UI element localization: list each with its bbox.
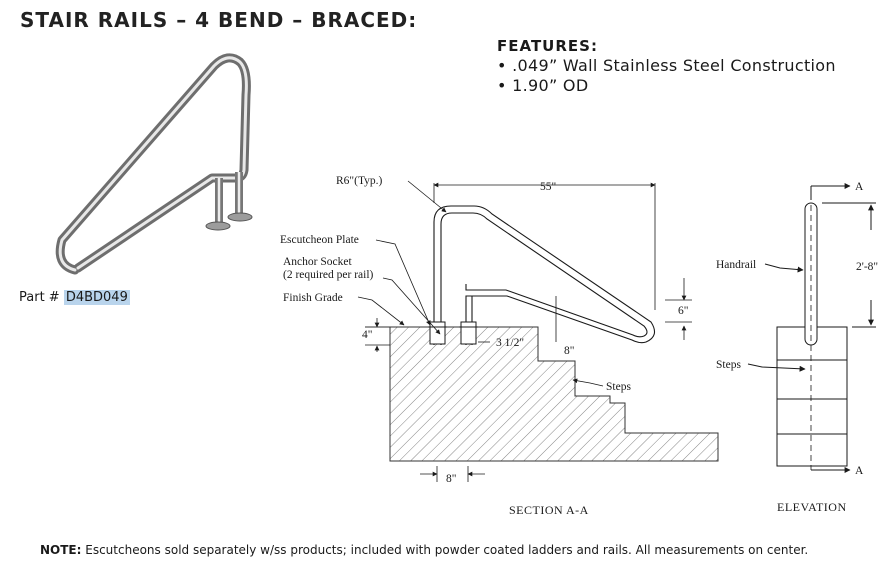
dimension-3-half: 3 1/2"	[496, 337, 524, 349]
stair-section	[365, 326, 719, 462]
feature-item: • .049” Wall Stainless Steel Constructio…	[497, 56, 836, 75]
finish-grade-label: Finish Grade	[283, 292, 343, 304]
dimension-width: 55"	[540, 181, 556, 193]
steps-elevation-label: Steps	[716, 359, 741, 371]
page-title: STAIR RAILS – 4 BEND – BRACED:	[20, 8, 418, 32]
elevation-view	[747, 183, 876, 473]
dimension-8-socket: 8"	[564, 345, 574, 357]
dimension-4: 4"	[362, 329, 372, 341]
handrail-label: Handrail	[716, 259, 756, 271]
radius-label: R6"(Typ.)	[336, 175, 383, 187]
feature-item: • 1.90” OD	[497, 76, 589, 95]
steps-section-label: Steps	[606, 381, 631, 393]
rail-product-image	[55, 53, 253, 275]
dimension-elevation-height: 2'-8"	[856, 261, 878, 273]
features-heading: FEATURES:	[497, 37, 598, 55]
part-code[interactable]: D4BD049	[63, 290, 130, 305]
note-label: NOTE:	[40, 543, 82, 557]
note: NOTE: Escutcheons sold separately w/ss p…	[40, 543, 808, 557]
part-prefix: Part #	[19, 290, 64, 305]
section-marker-bottom: A	[855, 465, 864, 477]
section-caption: SECTION A-A	[509, 503, 589, 517]
dimension-6: 6"	[678, 305, 688, 317]
features-block: FEATURES: • .049” Wall Stainless Steel C…	[497, 37, 836, 96]
part-number: Part # D4BD049	[19, 290, 130, 305]
section-marker-top: A	[855, 181, 864, 193]
elevation-caption: ELEVATION	[777, 500, 847, 514]
anchor-socket-label: Anchor Socket	[283, 256, 352, 268]
escutcheon-label: Escutcheon Plate	[280, 234, 359, 246]
note-text: Escutcheons sold separately w/ss product…	[81, 543, 809, 557]
dimension-8-bottom: 8"	[446, 473, 456, 485]
anchor-socket-note: (2 required per rail)	[283, 269, 374, 281]
